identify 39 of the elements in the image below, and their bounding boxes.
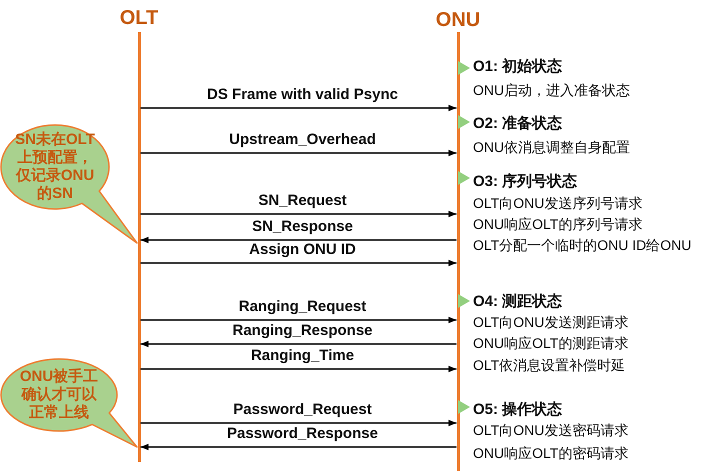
edge-label: SN_Request (258, 191, 347, 211)
speech-bubble: ONU被手工确认才可以正常上线 (0, 358, 138, 448)
state-description: ONU响应OLT的序列号请求 (473, 215, 642, 234)
edge-label: Assign ONU ID (249, 240, 356, 260)
arrow (140, 104, 456, 112)
state-heading: O2: 准备状态 (473, 114, 562, 134)
edge-label: Password_Request (233, 400, 372, 420)
arrow (140, 210, 456, 218)
edge-label: Ranging_Time (250, 346, 354, 366)
state-description: ONU启动，进入准备状态 (473, 81, 630, 100)
state-description: OLT向ONU发送密码请求 (473, 421, 628, 440)
arrow (140, 366, 456, 372)
arrow (140, 236, 456, 244)
edge-label: Upstream_Overhead (229, 130, 376, 150)
state-description: ONU响应OLT的密码请求 (473, 444, 628, 463)
state-description: ONU响应OLT的测距请求 (473, 334, 628, 353)
lifeline-label: OLT (120, 7, 158, 29)
edge-label: Ranging_Request (238, 297, 366, 317)
edge-label: Password_Response (227, 424, 378, 444)
speech-bubble: SN未在OLT上预配置，仅记录ONU的SN (0, 124, 138, 244)
state-description: OLT分配一个临时的ONU ID给ONU (473, 236, 692, 255)
state-heading: O5: 操作状态 (473, 400, 562, 420)
state-description: OLT向ONU发送序列号请求 (473, 194, 642, 213)
arrow (140, 260, 456, 266)
state-heading: O4: 测距状态 (473, 292, 562, 312)
edge-label: SN_Response (252, 217, 353, 237)
arrow (140, 444, 456, 450)
edge-label: Ranging_Response (232, 321, 373, 341)
arrow (140, 420, 456, 426)
lifeline-label: ONU (436, 9, 480, 31)
arrow (140, 150, 456, 156)
state-description: OLT依消息设置补偿时延 (473, 356, 626, 375)
state-heading: O3: 序列号状态 (473, 172, 578, 192)
edge-label: DS Frame with valid Psync (207, 85, 398, 105)
state-description: OLT向ONU发送测距请求 (473, 313, 628, 332)
state-heading: O1: 初始状态 (473, 57, 562, 77)
state-description: ONU依消息调整自身配置 (473, 138, 630, 157)
arrow (140, 316, 456, 324)
arrow (140, 340, 456, 348)
